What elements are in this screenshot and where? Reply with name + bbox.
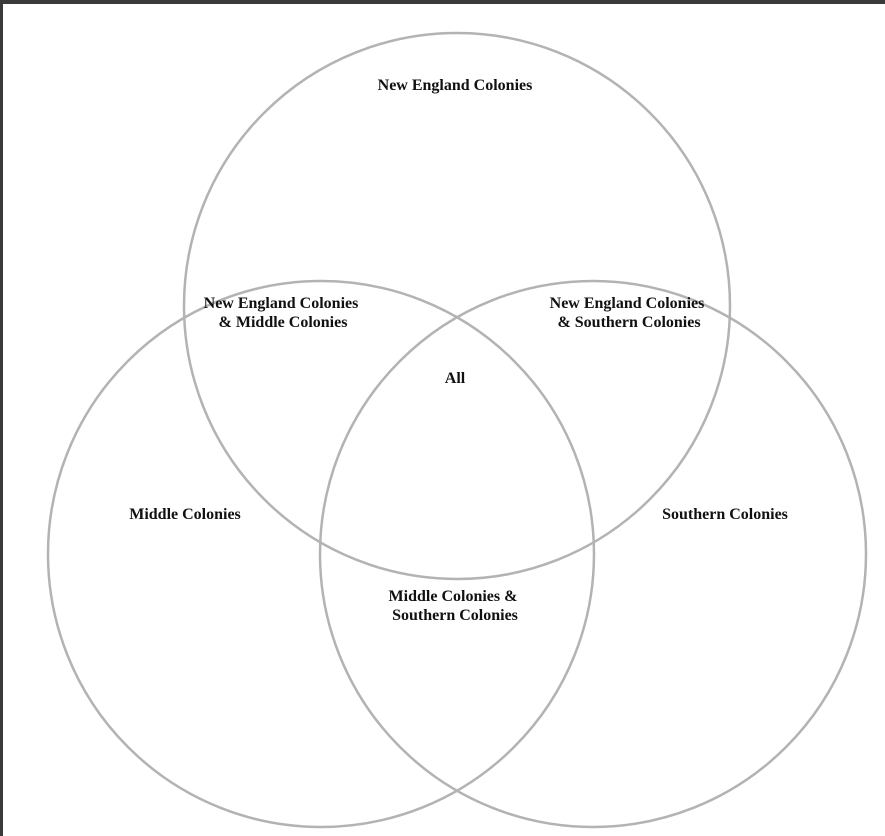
southern-colonies-circle [318,279,868,829]
ne-southern-overlap-line-2: & Southern Colonies [557,314,700,331]
ne-middle-overlap-label: New England Colonies & Middle Colonies [204,295,363,331]
new-england-label: New England Colonies [378,77,533,94]
southern-colonies-label: Southern Colonies [662,506,788,523]
middle-southern-overlap-label: Middle Colonies & Southern Colonies [389,588,522,624]
middle-colonies-label: Middle Colonies [129,506,241,523]
middle-southern-overlap-line-2: Southern Colonies [392,607,518,624]
all-overlap-label: All [445,370,466,387]
middle-colonies-circle [46,279,596,829]
ne-southern-overlap-label: New England Colonies & Southern Colonies [550,295,709,331]
middle-southern-overlap-line-1: Middle Colonies & [389,588,518,605]
ne-southern-overlap-line-1: New England Colonies [550,295,705,312]
ne-middle-overlap-line-1: New England Colonies [204,295,359,312]
ne-middle-overlap-line-2: & Middle Colonies [219,314,348,331]
new-england-circle [182,31,732,581]
